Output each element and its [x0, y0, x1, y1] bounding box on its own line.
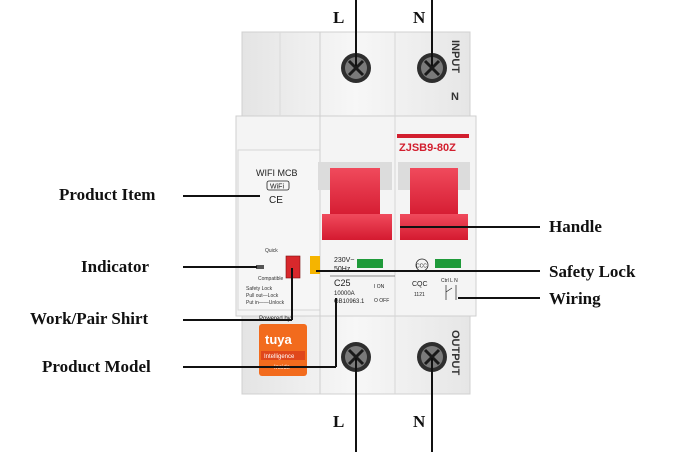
callout-wiring: Wiring	[549, 289, 601, 308]
ccc-mark: CCC	[416, 264, 427, 270]
terminal-top-left-label: L	[333, 8, 345, 27]
callout-product-item: Product Item	[59, 185, 156, 204]
put-in-unlock-text: Put in——Unlock	[246, 300, 285, 306]
tuya-logo-text: tuya	[265, 332, 293, 347]
callout-work-pair-switch: Work/Pair Shirt	[30, 309, 149, 328]
handle-left[interactable]	[318, 162, 392, 240]
wifi-mcb-label: WIFI MCB	[256, 168, 298, 178]
off-label: O OFF	[374, 298, 389, 304]
compatible-label: Compatible	[258, 276, 284, 282]
standard-text: GB10963.1	[334, 299, 365, 305]
callout-safety-lock: Safety Lock	[549, 262, 636, 281]
pull-out-lock-text: Pull out—Lock	[246, 293, 279, 299]
input-label: INPUT	[449, 40, 461, 73]
safety-lock-text: Safety Lock	[246, 286, 273, 292]
callout-handle: Handle	[549, 217, 602, 236]
screw-top-right-icon	[417, 53, 447, 83]
output-label: OUTPUT	[449, 330, 461, 376]
wifi-badge-text: WiFi	[270, 184, 284, 191]
voltage-text: 230V~	[334, 257, 354, 264]
ctrl-label: Ctrl L N	[441, 278, 458, 284]
green-indicator-left	[357, 259, 383, 268]
terminal-bottom-right-label: N	[413, 412, 426, 431]
indicator-led-icon	[256, 265, 264, 269]
screw-top-left-icon	[341, 53, 371, 83]
wiring-diagram-icon	[445, 285, 457, 300]
on-label: I ON	[374, 284, 385, 290]
callout-product-model: Product Model	[42, 357, 151, 376]
cert-number: 1121	[414, 292, 425, 298]
rating-text: C25	[334, 278, 351, 288]
safety-lock-tab[interactable]	[310, 256, 320, 274]
green-indicator-right	[435, 259, 461, 268]
model-strip	[397, 134, 469, 138]
terminal-top-right-label: N	[413, 8, 426, 27]
ce-mark: CE	[269, 195, 283, 206]
cqc-mark: CQC	[412, 281, 428, 288]
callout-indicator: Indicator	[81, 257, 149, 276]
frequency-text: 50Hz	[334, 266, 351, 273]
tuya-badge	[259, 324, 307, 376]
input-n-label: N	[451, 91, 459, 103]
intelligence-text: Intelligence	[264, 354, 295, 360]
breaking-capacity-text: 10000A	[334, 291, 355, 297]
model-code: ZJSB9-80Z	[399, 142, 456, 154]
terminal-bottom-left-label: L	[333, 412, 345, 431]
screw-bottom-left-icon	[341, 342, 371, 372]
quick-label: Quick	[265, 248, 278, 254]
wifi-module-panel	[237, 149, 321, 311]
wifi-badge-icon	[266, 180, 290, 191]
screw-bottom-right-icon	[417, 342, 447, 372]
